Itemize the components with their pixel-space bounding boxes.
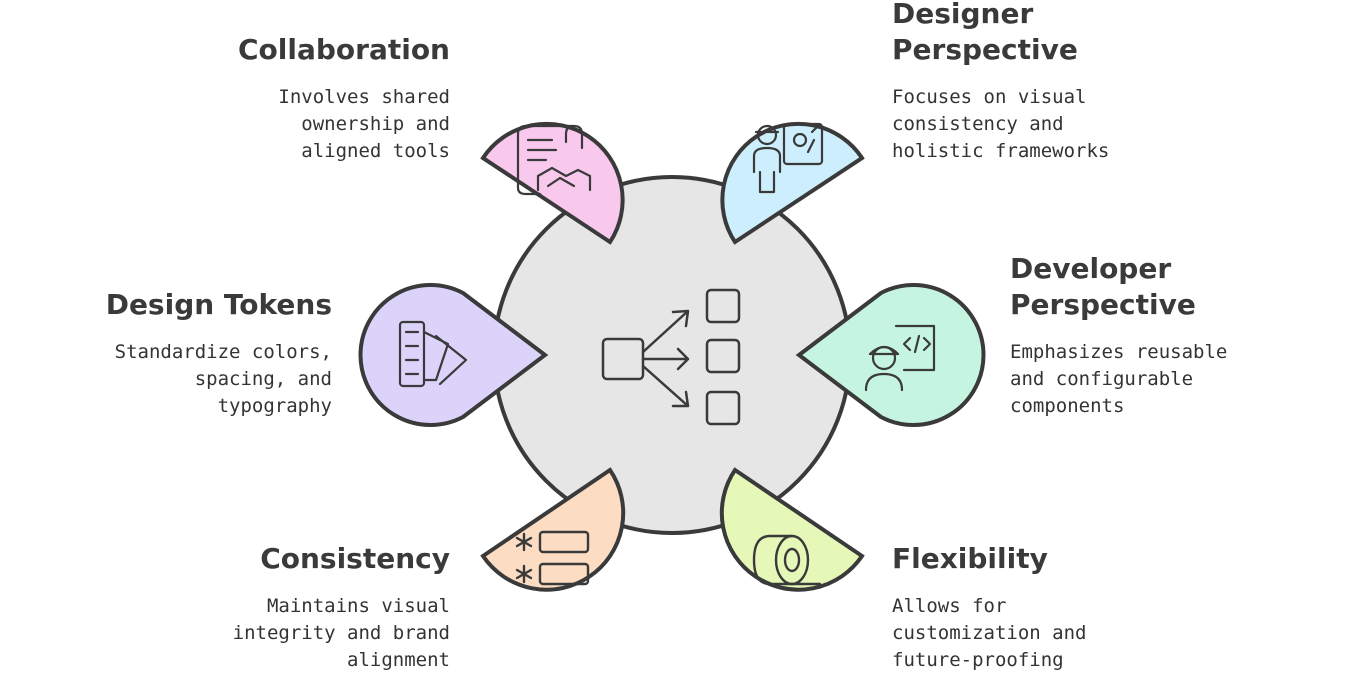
developer-desc: Emphasizes reusable and configurable com… — [1010, 341, 1228, 417]
developer-label: Developer Perspective Emphasizes reusabl… — [1010, 251, 1358, 420]
scroll-handshake-icon — [516, 124, 592, 196]
flexibility-desc: Allows for customization and future-proo… — [892, 595, 1087, 671]
color-swatch-icon — [398, 320, 468, 388]
designer-label: Designer Perspective Focuses on visual c… — [892, 0, 1252, 165]
designer-title-line-2: Perspective — [892, 33, 1078, 66]
designer-perspective-node — [720, 121, 865, 245]
design-tokens-node — [358, 283, 549, 427]
design-tokens-label: Design Tokens Standardize colors, spacin… — [0, 287, 332, 420]
consistency-node — [480, 467, 626, 592]
designer-title-line-1: Designer — [892, 0, 1034, 30]
designer-desc: Focuses on visual consistency and holist… — [892, 86, 1110, 162]
collaboration-title: Collaboration — [237, 33, 450, 66]
design-tokens-title: Design Tokens — [105, 288, 332, 321]
developer-title-line-1: Developer — [1010, 252, 1172, 285]
developer-code-icon — [864, 324, 936, 392]
asterisk-list-icon — [515, 530, 590, 586]
collaboration-desc: Involves shared ownership and aligned to… — [278, 86, 450, 162]
collaboration-label: Collaboration Involves shared ownership … — [90, 32, 450, 165]
consistency-title: Consistency — [260, 542, 450, 575]
designer-title: Designer Perspective — [892, 0, 1252, 68]
consistency-desc: Maintains visual integrity and brand ali… — [232, 595, 450, 671]
developer-title-line-2: Perspective — [1010, 288, 1196, 321]
consistency-label: Consistency Maintains visual integrity a… — [90, 541, 450, 674]
developer-title: Developer Perspective — [1010, 251, 1358, 323]
flexibility-title: Flexibility — [892, 542, 1048, 575]
component-branch-icon — [601, 288, 741, 426]
flexibility-label: Flexibility Allows for customization and… — [892, 541, 1252, 674]
design-tokens-desc: Standardize colors, spacing, and typogra… — [114, 341, 332, 417]
designer-easel-icon — [752, 122, 824, 194]
tape-roll-icon — [752, 534, 822, 586]
